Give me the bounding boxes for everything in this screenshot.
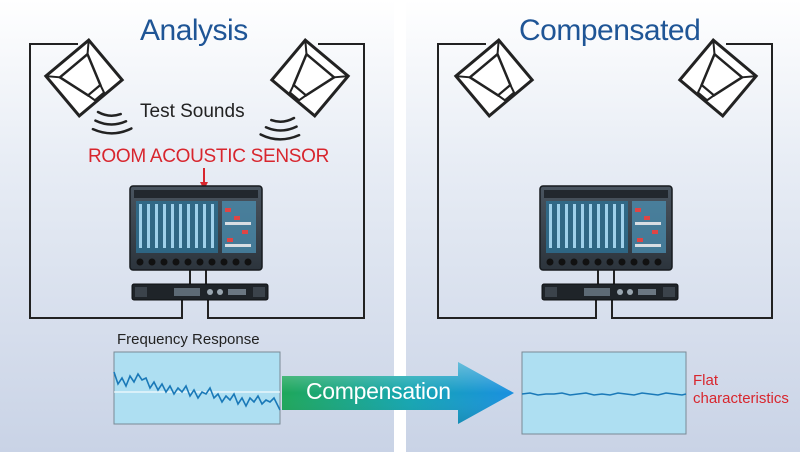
compensated-title: Compensated — [519, 14, 701, 47]
flat-curve — [521, 392, 687, 396]
analysis-title: Analysis — [140, 14, 248, 47]
left-cabling — [29, 43, 365, 319]
speaker-icon — [454, 38, 534, 118]
rack-unit-icon — [541, 283, 679, 301]
room-acoustic-sensor-label: ROOM ACOUSTIC SENSOR — [88, 146, 330, 167]
mixer-icon — [129, 185, 263, 271]
speaker-icon — [678, 38, 758, 118]
flat-response-graph — [521, 351, 687, 435]
response-curve — [113, 371, 281, 411]
sound-wave-icon — [88, 105, 133, 139]
flat-label-line2: characteristics — [693, 390, 789, 407]
speaker-icon — [44, 38, 124, 118]
right-cabling — [437, 43, 773, 319]
rack-unit-icon — [131, 283, 269, 301]
compensation-arrow — [282, 362, 514, 424]
speaker-icon — [270, 38, 350, 118]
test-sounds-label: Test Sounds — [140, 101, 245, 122]
frequency-response-graph — [113, 351, 281, 425]
sound-wave-icon — [259, 111, 304, 145]
flat-label-line1: Flat — [693, 372, 719, 389]
mixer-icon — [539, 185, 673, 271]
compensation-label: Compensation — [306, 378, 451, 404]
frequency-response-label: Frequency Response — [117, 331, 260, 348]
